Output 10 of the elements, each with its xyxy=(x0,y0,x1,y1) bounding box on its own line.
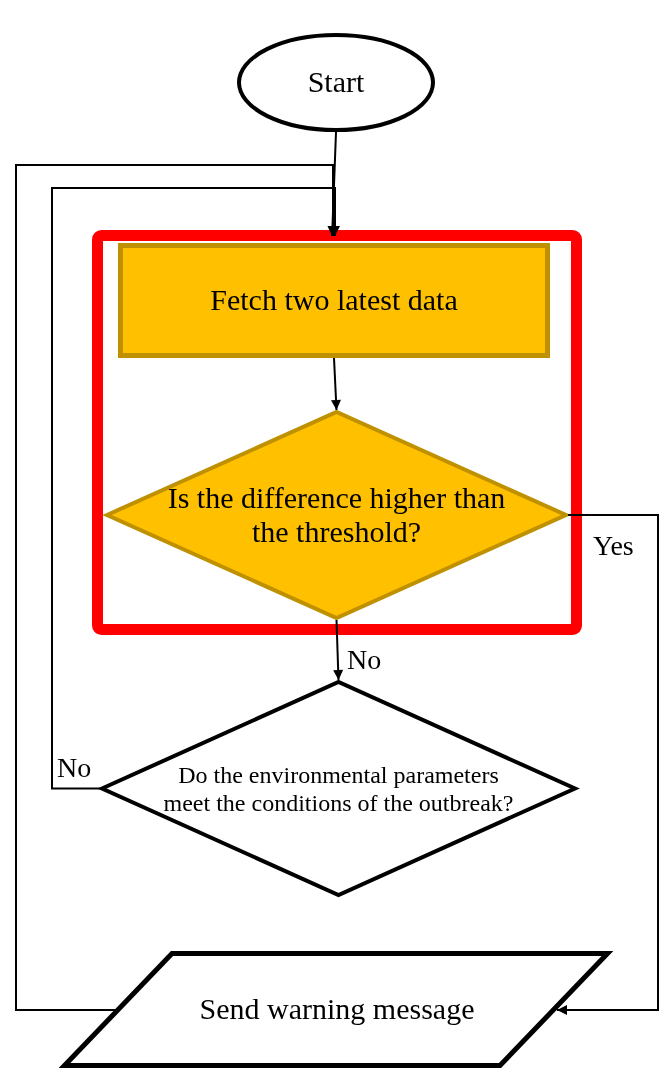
node-text: Is the difference higher than the threshold? xyxy=(166,480,507,550)
arrow xyxy=(331,357,341,411)
node-text: Fetch two latest data xyxy=(210,283,458,318)
arrow xyxy=(51,187,340,790)
node-text: Start xyxy=(307,65,365,100)
arrow xyxy=(333,619,344,681)
node-text: Do the environmental parameters meet the conditions of the outbreak? xyxy=(162,762,515,818)
arrow xyxy=(556,514,659,1015)
node-text: Send warning message xyxy=(199,992,475,1027)
arrow xyxy=(327,131,338,238)
